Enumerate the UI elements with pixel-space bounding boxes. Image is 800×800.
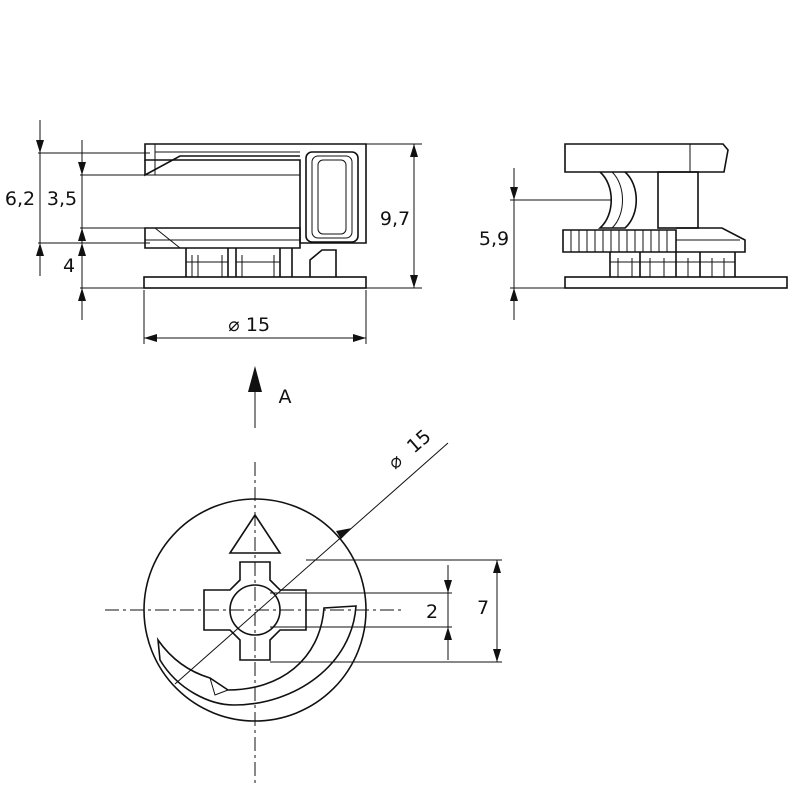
front-base-plate	[143, 276, 367, 289]
top-crescent-slot	[156, 605, 357, 706]
dim-top-diameter: ⌀ 15	[174, 425, 449, 685]
dim-base-height-label: 4	[63, 255, 75, 277]
front-view: 6,2 3,5 4 9,7	[5, 120, 422, 344]
top-triangle-marker	[228, 513, 282, 554]
dim-bore-label: 2	[426, 601, 438, 623]
top-view: ⌀ 15 2 7	[105, 425, 502, 785]
top-outer-circle	[143, 498, 367, 722]
front-extension-lines	[38, 143, 422, 344]
view-arrow-a: A	[248, 366, 292, 428]
front-ribs	[185, 248, 337, 277]
dim-base-height: 4	[63, 243, 86, 320]
view-arrow-label: A	[279, 386, 292, 408]
dim-slot-height: 3,5	[47, 140, 86, 243]
dim-bore: 2	[270, 565, 452, 660]
top-diameter-label: 15	[403, 425, 436, 457]
side-boss	[657, 171, 699, 229]
dim-slot-center-label: 5,9	[479, 228, 509, 250]
top-cross-recess	[203, 561, 307, 661]
dim-part-height: 9,7	[380, 144, 418, 288]
front-window	[305, 151, 359, 243]
side-ribs	[609, 252, 736, 277]
front-diameter-label: 15	[246, 314, 270, 336]
front-diameter-symbol: ⌀	[228, 314, 239, 336]
front-lower-jaw	[144, 227, 301, 249]
side-jaw	[676, 227, 746, 253]
dim-total-height-label: 6,2	[5, 188, 35, 210]
dim-total-height: 6,2	[5, 120, 44, 276]
top-diameter-symbol: ⌀	[384, 450, 407, 474]
dim-cross: 7	[270, 559, 502, 663]
dim-slot-center: 5,9	[479, 168, 612, 320]
dim-slot-height-label: 3,5	[47, 188, 77, 210]
side-base-plate	[564, 276, 788, 289]
side-view: 5,9	[479, 143, 788, 320]
top-bore	[229, 584, 281, 636]
dim-front-diameter: ⌀ 15	[144, 314, 366, 342]
side-top-cap	[564, 143, 729, 173]
side-gear-ring	[562, 229, 677, 253]
dim-part-height-label: 9,7	[380, 208, 410, 230]
dim-cross-label: 7	[477, 597, 489, 619]
